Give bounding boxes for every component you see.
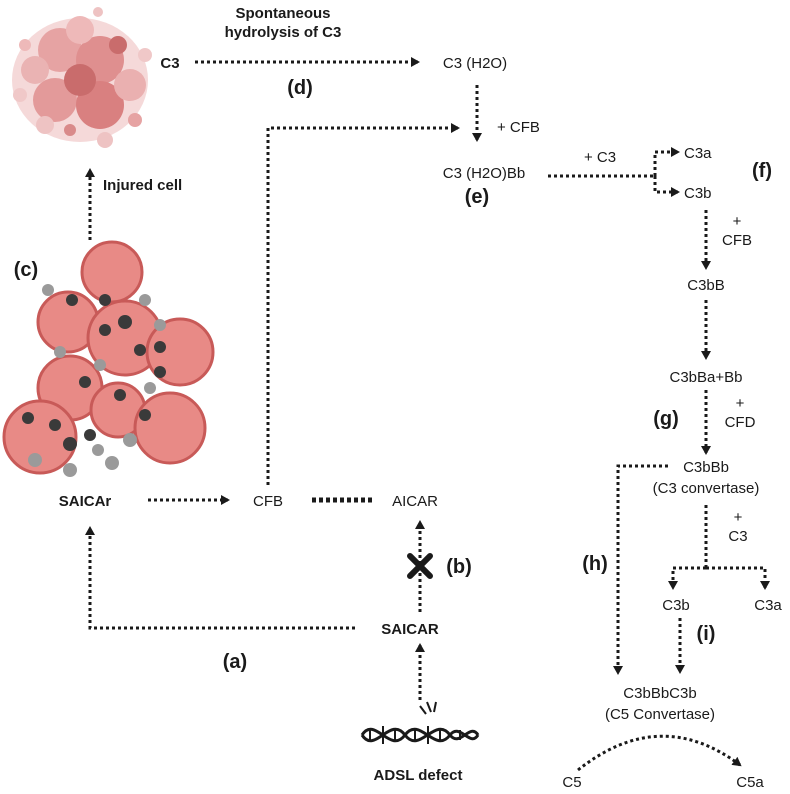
label-plus-c3-1: + C3 [584,149,616,166]
label-c3b-mid: C3b [662,597,690,614]
arrow-to-c3b-top [653,176,680,197]
label-c5: C5 [562,774,581,791]
label-c3a-top: C3a [684,145,712,162]
label-c3bb: C3bB [687,277,725,294]
label-saicar-r: SAICAr [59,493,112,510]
tag-h: (h) [582,553,608,575]
dna-icon [360,701,480,744]
tag-g: (g) [653,408,679,430]
block-x-icon [407,553,433,579]
label-cfb-2: CFB [722,232,752,249]
label-aicar: AICAR [392,493,438,510]
cell-cluster-illustration [2,240,215,477]
label-cfd: CFD [725,414,756,431]
label-adsl-defect: ADSL defect [374,767,463,784]
label-hydrolysis: hydrolysis of C3 [225,24,342,41]
tag-b: (b) [446,556,472,578]
arrow-cfb-to-c3h2obb [266,123,460,485]
label-c3b-top: C3b [684,185,712,202]
arrow-to-c3a-mid [706,566,770,590]
label-c3-2: C3 [728,528,747,545]
label-c3bbb: C3bBb [683,459,729,476]
tag-d: (d) [287,77,313,99]
label-cfb-mid: CFB [253,493,283,510]
label-plus-1: + [733,213,742,230]
tag-i: (i) [697,623,716,645]
label-c3h2obb: C3 (H2O)Bb [443,165,526,182]
label-c5-convertase: (C5 Convertase) [605,706,715,723]
label-plus-2: + [736,395,745,412]
label-c5a: C5a [736,774,764,791]
label-plus-cfb-1: + CFB [497,119,540,136]
tag-a: (a) [223,651,247,673]
label-c3h2o: C3 (H2O) [443,55,507,72]
label-spontaneous: Spontaneous [235,5,330,22]
arrows [85,57,770,772]
label-c3a-mid: C3a [754,597,782,614]
injured-cell-illustration [12,7,152,148]
tag-f: (f) [752,160,772,182]
tag-e: (e) [465,186,489,208]
arrow-saicar-to-saicar-r [85,526,355,630]
label-plus-3: + [734,509,743,526]
arrow-to-c3a-top [653,147,680,176]
arrow-h-path [613,464,668,675]
arrow-c5-to-c5a [577,734,742,772]
label-c3bbbc3b: C3bBbC3b [623,685,696,702]
label-c3: C3 [160,55,179,72]
label-c3bbabb: C3bBa+Bb [670,369,743,386]
tag-c: (c) [14,259,38,281]
arrow-to-c3b-mid [668,566,706,590]
label-c3-convertase: (C3 convertase) [653,480,760,497]
label-saicar: SAICAR [381,621,439,638]
label-injured-cell: Injured cell [103,177,182,194]
